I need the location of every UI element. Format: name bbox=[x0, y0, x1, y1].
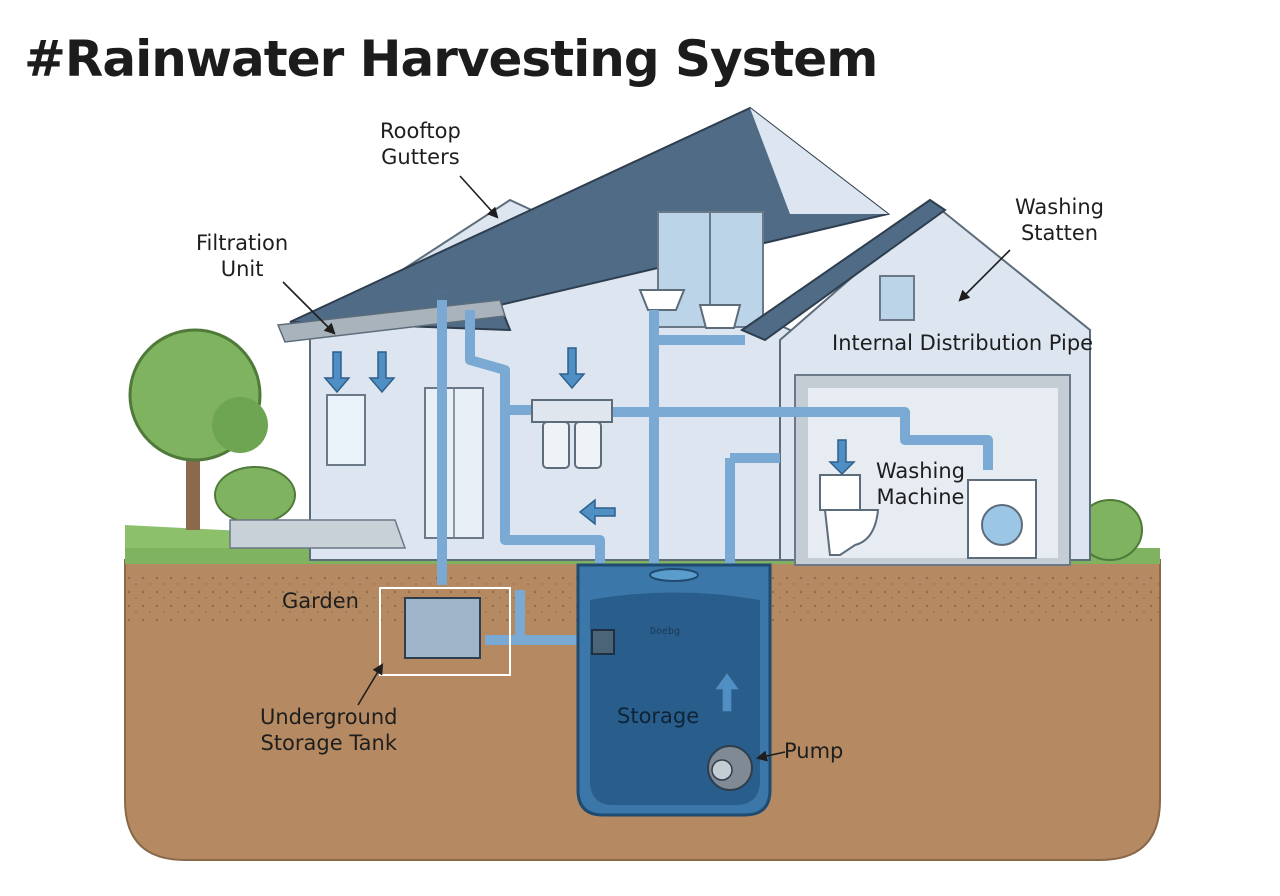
garden-controller bbox=[379, 587, 511, 676]
label-line: Filtration bbox=[196, 231, 289, 255]
toilet-illustration bbox=[819, 474, 880, 556]
label-line: Gutters bbox=[381, 145, 460, 169]
label-line: Washing bbox=[1015, 195, 1105, 219]
main-house bbox=[229, 106, 891, 561]
diagram-title: #Rainwater Harvesting System bbox=[24, 30, 878, 88]
garage-wing bbox=[739, 198, 1091, 566]
filtration-unit bbox=[531, 399, 613, 469]
pipe-outlines bbox=[436, 291, 448, 299]
label-garden: Garden bbox=[282, 589, 359, 613]
label-filtration-unit: Filtration Unit bbox=[196, 230, 288, 282]
label-line: Statten bbox=[1020, 221, 1099, 245]
label-line: Storage Tank bbox=[260, 731, 398, 755]
label-rooftop-gutters: Rooftop Gutters bbox=[380, 118, 461, 170]
label-pump: Pump bbox=[784, 739, 844, 763]
pump-illustration bbox=[707, 745, 753, 791]
label-washing-station: Washing Statten bbox=[1015, 194, 1104, 246]
sink-illustration bbox=[638, 289, 742, 329]
label-line: Rooftop bbox=[380, 119, 461, 143]
label-internal-distribution-pipe: Internal Distribution Pipe bbox=[832, 331, 1094, 355]
flow-arrows bbox=[323, 347, 856, 713]
label-line: Unit bbox=[220, 257, 264, 281]
label-washing-machine: Washing Machine bbox=[876, 458, 965, 510]
label-line: Underground bbox=[260, 705, 398, 729]
label-storage: Storage bbox=[617, 704, 700, 728]
label-underground-storage-tank: Underground Storage Tank bbox=[260, 704, 398, 756]
tank-sign: Doebg bbox=[650, 626, 681, 637]
label-line: Washing bbox=[876, 459, 966, 483]
bushes bbox=[214, 466, 1143, 561]
washing-machine-illustration bbox=[967, 479, 1037, 559]
label-line: Machine bbox=[876, 485, 965, 509]
leader-lines bbox=[282, 175, 1011, 762]
tree-illustration bbox=[128, 328, 268, 530]
